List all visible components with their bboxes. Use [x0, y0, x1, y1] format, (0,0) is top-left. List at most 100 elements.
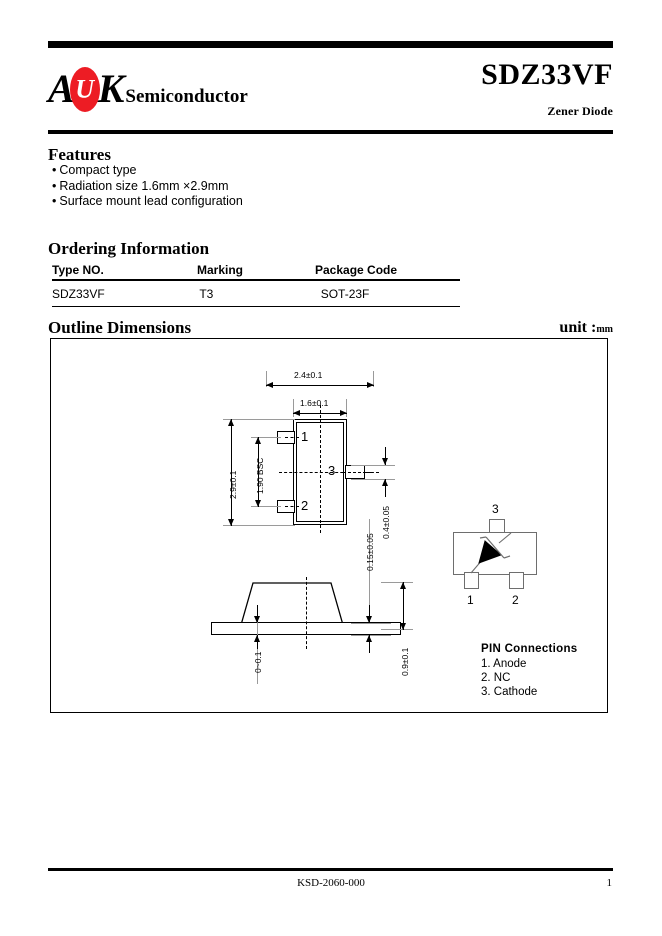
ext-line [381, 582, 413, 583]
arrow-right-icon [340, 410, 347, 416]
ext-line [251, 437, 281, 438]
arrow-down-icon [382, 458, 388, 465]
arrow-down-icon [366, 616, 372, 623]
column-header-marking: Marking [197, 262, 244, 277]
column-header-type-no: Type NO. [52, 262, 104, 277]
ext-line [251, 506, 281, 507]
ext-line [223, 525, 295, 526]
feature-item: •Compact type [52, 163, 452, 179]
dim-label-outer-width: 2.4±0.1 [294, 370, 323, 380]
pin-connection-item: 1. Anode [481, 658, 527, 670]
logo-wordmark: Semiconductor [125, 86, 248, 107]
pin-number-2: 2 [301, 498, 309, 513]
bullet-icon: • [52, 194, 57, 208]
page-header: A U K Semiconductor SDZ33VF Zener Diode [48, 58, 613, 128]
table-row: SDZ33VF T3 SOT-23F [52, 281, 460, 306]
ext-line [223, 419, 295, 420]
centerline-horizontal [279, 472, 379, 473]
dim-line-pitch [258, 437, 259, 507]
features-list: •Compact type •Radiation size 1.6mm ×2.9… [52, 163, 452, 210]
features-heading: Features [48, 145, 111, 164]
ext-line [293, 399, 294, 417]
ordering-heading: Ordering Information [48, 239, 210, 258]
ext-line [346, 399, 347, 417]
arrow-down-icon [400, 623, 406, 630]
feature-item: •Surface mount lead configuration [52, 194, 452, 210]
ext-line [351, 623, 391, 624]
footer-doc-code: KSD-2060-000 [297, 877, 365, 889]
zener-diode-symbol [470, 532, 512, 574]
centerline-vertical [320, 405, 321, 533]
table-bottom-rule [52, 306, 460, 307]
dim-line-overall-height [231, 419, 232, 526]
arrow-up-icon [228, 419, 234, 426]
lead-centerline [343, 472, 371, 473]
ext-line [373, 371, 374, 387]
table-header-row: Type NO. Marking Package Code [52, 260, 460, 279]
unit-label: unit :mm [559, 319, 613, 339]
pin-number-1: 1 [301, 429, 309, 444]
lead-centerline [285, 437, 299, 438]
cell-marking: T3 [199, 286, 214, 301]
dim-line-overall-thickness [403, 582, 404, 630]
bullet-icon: • [52, 178, 57, 193]
feature-text: Radiation size 1.6mm ×2.9mm [59, 178, 229, 193]
dim-label-lead-width: 0.4±0.05 [381, 505, 391, 539]
pinconn-body [453, 532, 537, 575]
part-subtitle: Zener Diode [547, 104, 613, 118]
lead-centerline [285, 506, 299, 507]
dim-line-standoff-lower [257, 635, 258, 649]
arrow-left-icon [266, 382, 273, 388]
ext-line [369, 519, 370, 623]
arrow-up-icon [255, 437, 261, 444]
arrow-up-icon [382, 479, 388, 486]
cell-type-no: SDZ33VF [52, 286, 105, 301]
outline-heading: Outline Dimensions [48, 318, 192, 337]
arrow-up-icon [400, 582, 406, 589]
footer-rule [48, 868, 613, 871]
unit-value: mm [596, 324, 613, 335]
header-rule [48, 130, 613, 134]
arrow-down-icon [255, 500, 261, 507]
outline-drawing-frame: 2.4±0.1 1.6±0.1 1 2 3 2.9±0. [50, 338, 608, 713]
pin-connection-item: 2. NC [481, 672, 511, 684]
dim-label-standoff: 0~0.1 [253, 651, 263, 673]
arrow-down-icon [228, 519, 234, 526]
pinconn-number-2: 2 [512, 593, 519, 607]
dim-label-overall-thickness: 0.9±0.1 [400, 647, 410, 676]
ext-line [257, 622, 258, 684]
arrow-down-icon [254, 616, 260, 623]
unit-label-text: unit : [559, 319, 597, 336]
dim-label-overall-height: 2.9±0.1 [228, 470, 238, 499]
dim-line-lead-thickness-upper [369, 605, 370, 623]
auk-logo: A U K Semiconductor [48, 66, 248, 112]
pinconn-tab-2 [509, 572, 524, 589]
dim-line-lead-width-upper [385, 447, 386, 465]
logo-letter-k: K [97, 66, 125, 111]
pinconn-number-3: 3 [492, 502, 499, 516]
top-rule [48, 41, 613, 48]
bullet-icon: • [52, 163, 57, 177]
dim-label-pitch: 1.90 BSC [255, 457, 265, 494]
table-header-rule [52, 279, 460, 281]
dim-line-outer-width [266, 385, 374, 386]
ext-line [381, 629, 413, 630]
pin-number-3: 3 [328, 463, 336, 478]
ordering-table: Type NO. Marking Package Code SDZ33VF T3… [52, 260, 460, 307]
feature-text: Surface mount lead configuration [59, 194, 243, 208]
ext-line [351, 479, 395, 480]
pin-connections-title: PIN Connections [481, 643, 578, 655]
pinconn-number-1: 1 [467, 593, 474, 607]
dim-label-body-width: 1.6±0.1 [300, 398, 329, 408]
dim-line-lead-thickness-lower [369, 635, 370, 653]
logo-letter-u: U [75, 74, 95, 104]
logo-red-ellipse: U [69, 66, 100, 112]
dim-line-standoff-upper [257, 605, 258, 622]
arrow-up-icon [254, 635, 260, 642]
arrow-right-icon [367, 382, 374, 388]
dim-label-lead-thickness: 0.15±0.05 [365, 533, 375, 571]
arrow-up-icon [366, 635, 372, 642]
cell-package-code: SOT-23F [320, 286, 370, 301]
ext-line [351, 465, 395, 466]
